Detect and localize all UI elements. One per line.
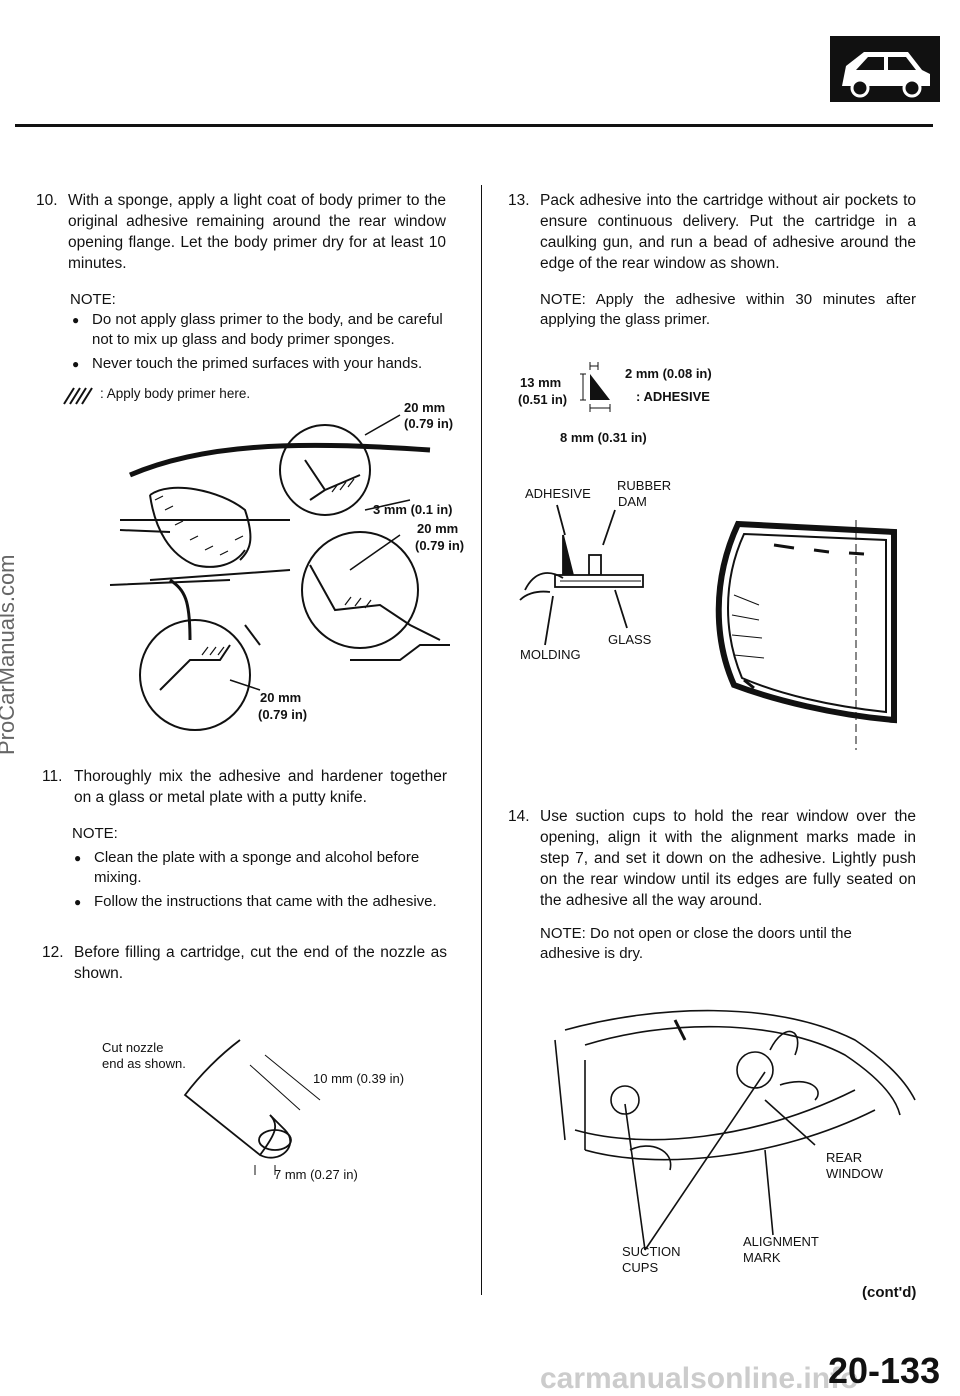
bottom-watermark: carmanualsonline.info bbox=[540, 1362, 859, 1395]
step-text: Pack adhesive into the cartridge without… bbox=[540, 192, 916, 272]
cross-section-diagram bbox=[519, 504, 644, 646]
dim-label: 7 mm (0.27 in) bbox=[274, 1167, 358, 1182]
column-divider bbox=[481, 185, 482, 1295]
label-dam: DAM bbox=[618, 494, 647, 509]
legend-text: : Apply body primer here. bbox=[100, 386, 251, 401]
dim-label: 3 mm (0.1 in) bbox=[373, 502, 453, 517]
label-cups: CUPS bbox=[622, 1260, 659, 1275]
label-molding: MOLDING bbox=[520, 647, 581, 662]
note-bullet: Do not apply glass primer to the body, a… bbox=[70, 310, 448, 350]
adhesive-bead-diagram bbox=[580, 362, 611, 412]
note-bullet: Never touch the primed surfaces with you… bbox=[70, 354, 448, 374]
label-rear: REAR bbox=[826, 1150, 863, 1165]
label-window: WINDOW bbox=[826, 1166, 884, 1181]
dim-label: 20 mm bbox=[404, 400, 446, 415]
dim-label: 13 mm bbox=[520, 375, 562, 390]
step-text: Thoroughly mix the adhesive and hardener… bbox=[74, 768, 447, 806]
note-13: NOTE: Apply the adhesive within 30 minut… bbox=[540, 291, 916, 328]
step-text: With a sponge, apply a light coat of bod… bbox=[68, 192, 446, 272]
note-bullet: Clean the plate with a sponge and alcoho… bbox=[72, 848, 448, 888]
dim-label: 20 mm bbox=[417, 521, 459, 536]
label-rubber: RUBBER bbox=[617, 478, 672, 493]
step-number: 11. bbox=[42, 768, 63, 785]
car-silhouette-icon bbox=[842, 52, 930, 98]
nozzle-label: Cut nozzle bbox=[102, 1040, 164, 1055]
nozzle-diagram bbox=[183, 1039, 321, 1175]
page-number: 20-133 bbox=[828, 1350, 941, 1391]
dim-label: 10 mm (0.39 in) bbox=[313, 1071, 405, 1086]
step-13: 13. Pack adhesive into the cartridge wit… bbox=[508, 190, 916, 274]
continued-label: (cont'd) bbox=[862, 1284, 917, 1301]
step-11: 11. Thoroughly mix the adhesive and hard… bbox=[42, 766, 447, 808]
dim-label: 20 mm bbox=[260, 690, 302, 705]
step-12: 12. Before filling a cartridge, cut the … bbox=[42, 942, 447, 984]
note-14: NOTE: Do not open or close the doors unt… bbox=[540, 925, 852, 962]
label-suction: SUCTION bbox=[622, 1244, 681, 1259]
step-text: Before filling a cartridge, cut the end … bbox=[74, 944, 447, 982]
dim-label: (0.79 in) bbox=[258, 707, 308, 722]
label-alignment: ALIGNMENT bbox=[743, 1234, 819, 1249]
step-number: 12. bbox=[42, 944, 64, 961]
note-bullet: Follow the instructions that came with t… bbox=[72, 892, 448, 912]
note-10: NOTE: Do not apply glass primer to the b… bbox=[70, 290, 448, 374]
step-number: 13. bbox=[508, 192, 530, 209]
nozzle-label: end as shown. bbox=[102, 1056, 186, 1071]
legend-adhesive: : ADHESIVE bbox=[636, 389, 710, 404]
step-14: 14. Use suction cups to hold the rear wi… bbox=[508, 806, 916, 911]
dim-label: (0.51 in) bbox=[518, 392, 568, 407]
dim-label: (0.79 in) bbox=[404, 416, 454, 431]
header-rule bbox=[15, 124, 933, 127]
step-number: 10. bbox=[36, 192, 58, 209]
dim-label: 8 mm (0.31 in) bbox=[560, 430, 647, 445]
step-number: 14. bbox=[508, 808, 530, 825]
step-10: 10. With a sponge, apply a light coat of… bbox=[36, 190, 446, 274]
rear-window-install-diagram bbox=[554, 1009, 916, 1251]
note-label: NOTE: bbox=[72, 825, 118, 842]
body-primer-diagram bbox=[109, 414, 450, 731]
hatch-legend-icon bbox=[63, 387, 93, 405]
dim-label: 2 mm (0.08 in) bbox=[625, 366, 712, 381]
note-11: NOTE: Clean the plate with a sponge and … bbox=[72, 824, 448, 912]
side-watermark: ProCarManuals.com bbox=[0, 554, 19, 755]
label-adhesive: ADHESIVE bbox=[525, 486, 591, 501]
car-section-icon bbox=[830, 36, 940, 102]
dim-label: (0.79 in) bbox=[415, 538, 465, 553]
note-label: NOTE: bbox=[70, 291, 116, 308]
rear-window-outline-diagram bbox=[715, 520, 897, 750]
step-text: Use suction cups to hold the rear window… bbox=[540, 808, 916, 909]
label-mark: MARK bbox=[743, 1250, 781, 1265]
label-glass: GLASS bbox=[608, 632, 652, 647]
